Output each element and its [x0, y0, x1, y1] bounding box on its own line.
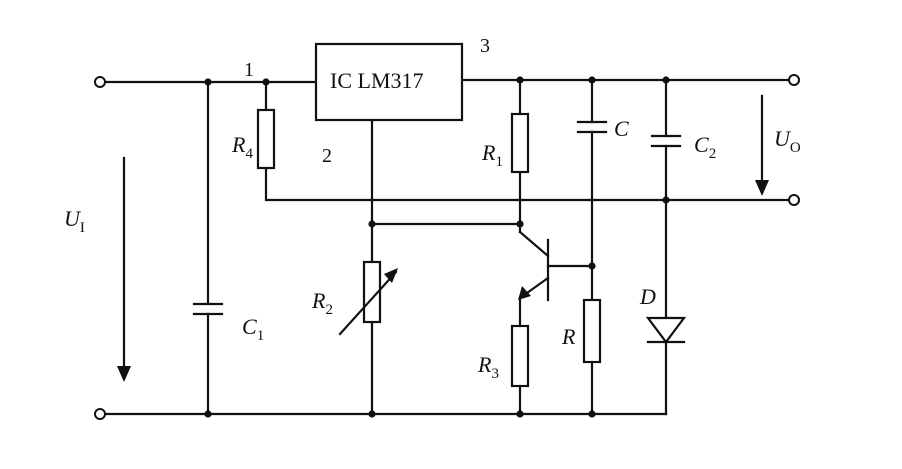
transistor-collector-leg [518, 230, 550, 258]
r1-label: R1 [481, 140, 503, 170]
capacitor-c [576, 120, 608, 134]
junction-c-top [588, 76, 596, 84]
junction-r1-top [516, 76, 524, 84]
pin-1-label: 1 [244, 59, 254, 81]
junction-c2-top [662, 76, 670, 84]
pin-3-label: 3 [480, 35, 490, 57]
r2-arrow-head [384, 268, 398, 283]
terminal-output-bottom [788, 194, 800, 206]
uo-label: UO [774, 126, 801, 156]
junction-r4-top [262, 78, 270, 86]
junction-r-ground [588, 410, 596, 418]
junction-base [588, 262, 596, 270]
ui-arrow-head [117, 366, 131, 382]
c-label: C [614, 116, 629, 141]
capacitor-c1 [192, 302, 224, 316]
ic-lm317-box [314, 42, 464, 122]
c2-label: C2 [694, 132, 716, 162]
terminal-input-top [94, 76, 106, 88]
capacitor-c2 [650, 134, 682, 148]
r2-variable-arrow [338, 270, 398, 336]
resistor-r [582, 298, 602, 364]
junction-c2-return [662, 196, 670, 204]
uo-arrow-head [755, 180, 769, 196]
resistor-r1 [510, 112, 530, 174]
junction-c1-top [204, 78, 212, 86]
terminal-input-bottom [94, 408, 106, 420]
terminal-output-top [788, 74, 800, 86]
junction-r2-ground [368, 410, 376, 418]
junction-c1-ground [204, 410, 212, 418]
r3-label: R3 [477, 352, 499, 382]
junction-collector [516, 220, 524, 228]
r2-label: R2 [311, 288, 333, 318]
r4-label: R4 [231, 132, 253, 162]
resistor-r4 [256, 108, 276, 170]
resistor-r3 [510, 324, 530, 388]
r-label: R [561, 324, 576, 349]
transistor-emitter-arrow [518, 286, 531, 300]
ic-label: IC LM317 [330, 68, 424, 93]
ui-label: UI [64, 206, 85, 236]
diode-d [645, 316, 687, 344]
c1-label: C1 [242, 314, 264, 344]
resistor-r2 [362, 260, 382, 324]
pin-2-label: 2 [322, 145, 332, 167]
d-label: D [639, 284, 656, 309]
junction-adj [368, 220, 376, 228]
junction-r3-ground [516, 410, 524, 418]
